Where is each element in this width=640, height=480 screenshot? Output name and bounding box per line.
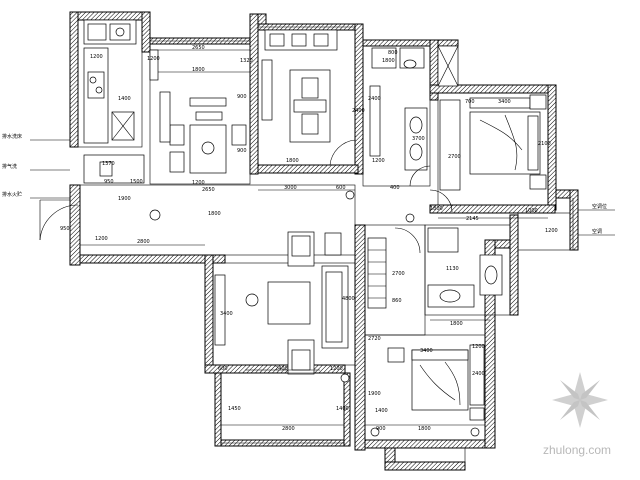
dim-bed3-900: 900 <box>376 426 386 432</box>
dim-bed3-3400: 3400 <box>420 348 433 354</box>
dim-bed2-3400: 3400 <box>498 99 511 105</box>
dim-liv-3400: 3400 <box>220 311 233 317</box>
annotation-left-2: 排气洗 <box>2 163 17 170</box>
dim-liv-1200: 1200 <box>330 366 343 372</box>
dim-top-2650: 2650 <box>192 45 205 51</box>
watermark: zhulong.com <box>543 372 611 457</box>
bedroom-2 <box>429 94 547 213</box>
bathroom-1 <box>369 45 459 187</box>
dining-area <box>149 49 247 174</box>
dim-top-1320: 1320 <box>240 58 253 64</box>
dim-bed2-700: 700 <box>465 99 475 105</box>
dim-kit-1500: 1500 <box>130 179 143 185</box>
dim-left-1200b: 1200 <box>90 54 103 60</box>
inner-lines <box>39 19 574 463</box>
dim-ent-1800: 1800 <box>208 211 221 217</box>
dim-dining-900b: 900 <box>237 148 247 154</box>
watermark-text: zhulong.com <box>543 443 611 457</box>
dim-hall-3000: 3000 <box>284 185 297 191</box>
dim-left-1400: 1400 <box>118 96 131 102</box>
dim-bed3-1900: 1900 <box>368 391 381 397</box>
dim-bed2-2145: 2145 <box>466 216 479 222</box>
dim-left-1200: 1200 <box>147 56 160 62</box>
annotation-right-1: 空调位 <box>592 203 607 210</box>
dim-bath-800: 800 <box>388 50 398 56</box>
living-room <box>214 231 349 375</box>
dim-liv-4800: 4800 <box>342 296 355 302</box>
entry-hall <box>39 190 480 437</box>
bedroom-1 <box>261 29 356 166</box>
dim-ent-1900: 1900 <box>118 196 131 202</box>
dim-top-1800: 1800 <box>192 67 205 73</box>
dim-ent-2800: 2800 <box>137 239 150 245</box>
dim-liv-600: 600 <box>218 366 228 372</box>
wc-closet <box>367 227 503 309</box>
dim-liv-1450: 1450 <box>228 406 241 412</box>
dim-liv-2400: 2400 <box>275 366 288 372</box>
annotation-left-3: 排水火贮 <box>2 191 22 198</box>
dim-bed3-1800: 1800 <box>418 426 431 432</box>
dimension-labels: 2650 1800 1200 1320 1200 1400 900 900 12… <box>60 45 558 432</box>
dim-bed1-1200: 1200 <box>372 158 385 164</box>
dim-hall-400: 400 <box>390 185 400 191</box>
dim-hall-600: 600 <box>336 185 346 191</box>
dim-bed3-1400: 1400 <box>375 408 388 414</box>
dim-wc-2700: 2700 <box>392 271 405 277</box>
dim-liv-1400: 1400 <box>336 406 349 412</box>
watermark-logo-icon <box>552 372 608 428</box>
dim-dining-2650: 2650 <box>202 187 215 193</box>
dim-ent-1200: 1200 <box>95 236 108 242</box>
dim-bed1-1800: 1800 <box>286 158 299 164</box>
dim-ent-950: 950 <box>60 226 70 232</box>
annotations: 排水洗床 排气洗 排水火贮 空调位 空调 <box>2 133 615 236</box>
annotation-left-1: 排水洗床 <box>2 133 22 140</box>
dim-dining-900a: 900 <box>237 94 247 100</box>
dim-wc-2720: 2720 <box>368 336 381 342</box>
dim-bed3-1200: 1200 <box>472 344 485 350</box>
dim-kit-950: 950 <box>104 179 114 185</box>
dim-bed1-2400: 2400 <box>352 108 365 114</box>
bedroom-3 <box>387 344 485 421</box>
dim-bed2-1800: 1800 <box>430 206 443 212</box>
kitchen-fixtures <box>83 19 145 184</box>
dim-bath-3700: 3700 <box>412 136 425 142</box>
dim-liv-2800: 2800 <box>282 426 295 432</box>
dim-bed2-2100: 2100 <box>538 141 551 147</box>
annotation-right-2: 空调 <box>592 228 602 235</box>
dim-dining-1200: 1200 <box>192 180 205 186</box>
dim-bed2-2700: 2700 <box>448 154 461 160</box>
dim-bed3-2400: 2400 <box>472 371 485 377</box>
dim-kit-1370: 1370 <box>102 161 115 167</box>
dim-wc-860: 860 <box>392 298 402 304</box>
dim-wc-1800: 1800 <box>450 321 463 327</box>
dim-bed2-1200: 1200 <box>545 228 558 234</box>
dim-bed2-1000: 1000 <box>525 208 538 214</box>
dim-bath-1800: 1800 <box>382 58 395 64</box>
dim-wc-1130: 1130 <box>446 266 459 272</box>
dim-bath-2400: 2400 <box>368 96 381 102</box>
